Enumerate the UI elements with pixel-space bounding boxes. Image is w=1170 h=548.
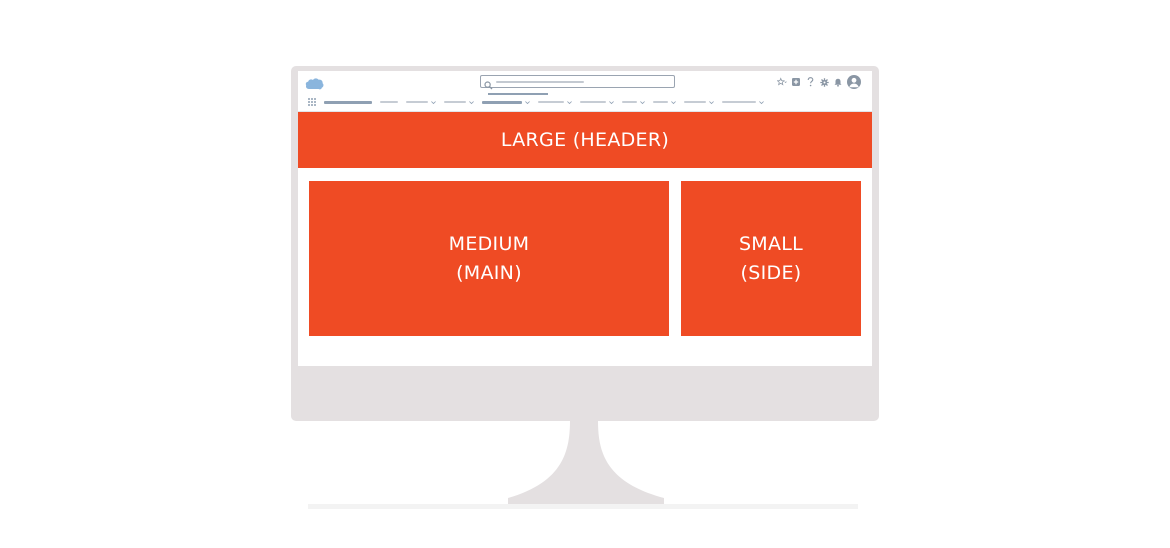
global-search-input[interactable] <box>480 75 675 90</box>
cloud-logo-icon[interactable] <box>305 77 324 90</box>
app-header-bar <box>298 71 872 112</box>
nav-item[interactable] <box>380 101 398 103</box>
nav-item[interactable] <box>406 100 436 105</box>
chevron-down-icon <box>567 100 572 104</box>
nav-label-line <box>580 101 606 103</box>
nav-item[interactable] <box>684 100 714 105</box>
nav-item[interactable] <box>580 100 614 105</box>
monitor-screen: LARGE (HEADER) MEDIUM (MAIN) SMALL (SIDE… <box>298 71 872 366</box>
nav-item[interactable] <box>653 100 676 105</box>
navigation-bar <box>308 97 772 107</box>
main-region: MEDIUM (MAIN) <box>309 181 669 336</box>
nav-label-line <box>653 101 668 103</box>
monitor-stand <box>508 420 664 504</box>
nav-label-line <box>538 101 564 103</box>
side-region-role-label: (SIDE) <box>740 261 802 284</box>
gear-icon[interactable] <box>819 77 829 87</box>
question-icon[interactable] <box>805 77 815 87</box>
nav-label-line <box>722 101 756 103</box>
chevron-down-icon <box>525 100 530 104</box>
nav-label-line <box>622 101 637 103</box>
chevron-down-icon <box>609 100 614 104</box>
nav-item-active[interactable] <box>482 100 530 105</box>
nav-label-line <box>482 100 522 104</box>
nav-item[interactable] <box>444 100 474 105</box>
app-launcher-icon[interactable] <box>308 97 317 107</box>
nav-label-line <box>444 101 466 103</box>
chevron-down-icon <box>431 100 436 104</box>
side-region-size-label: SMALL <box>738 232 804 255</box>
search-placeholder-line <box>496 81 584 83</box>
chevron-down-icon <box>759 100 764 104</box>
nav-item[interactable] <box>722 100 764 105</box>
search-icon <box>484 77 493 90</box>
chevron-down-icon <box>469 100 474 104</box>
floor-shadow <box>308 504 858 509</box>
active-tab-indicator <box>488 93 548 95</box>
chevron-down-icon <box>709 100 714 104</box>
side-region: SMALL (SIDE) <box>681 181 861 336</box>
header-region-label: LARGE (HEADER) <box>500 128 670 151</box>
utility-icon-group <box>777 75 861 89</box>
plus-square-icon[interactable] <box>791 77 801 87</box>
chevron-down-icon <box>640 100 645 104</box>
nav-label-line <box>406 101 428 103</box>
nav-label-line <box>380 101 398 103</box>
nav-item[interactable] <box>622 100 645 105</box>
header-region: LARGE (HEADER) <box>298 112 872 168</box>
nav-label-line <box>684 101 706 103</box>
main-region-role-label: (MAIN) <box>456 261 522 284</box>
nav-item[interactable] <box>538 100 572 105</box>
star-icon[interactable] <box>777 77 787 87</box>
main-region-size-label: MEDIUM <box>448 232 530 255</box>
avatar-icon[interactable] <box>847 75 861 89</box>
nav-label-line <box>324 100 372 104</box>
bell-icon[interactable] <box>833 77 843 87</box>
nav-item-home[interactable] <box>324 100 372 104</box>
chevron-down-icon <box>671 100 676 104</box>
